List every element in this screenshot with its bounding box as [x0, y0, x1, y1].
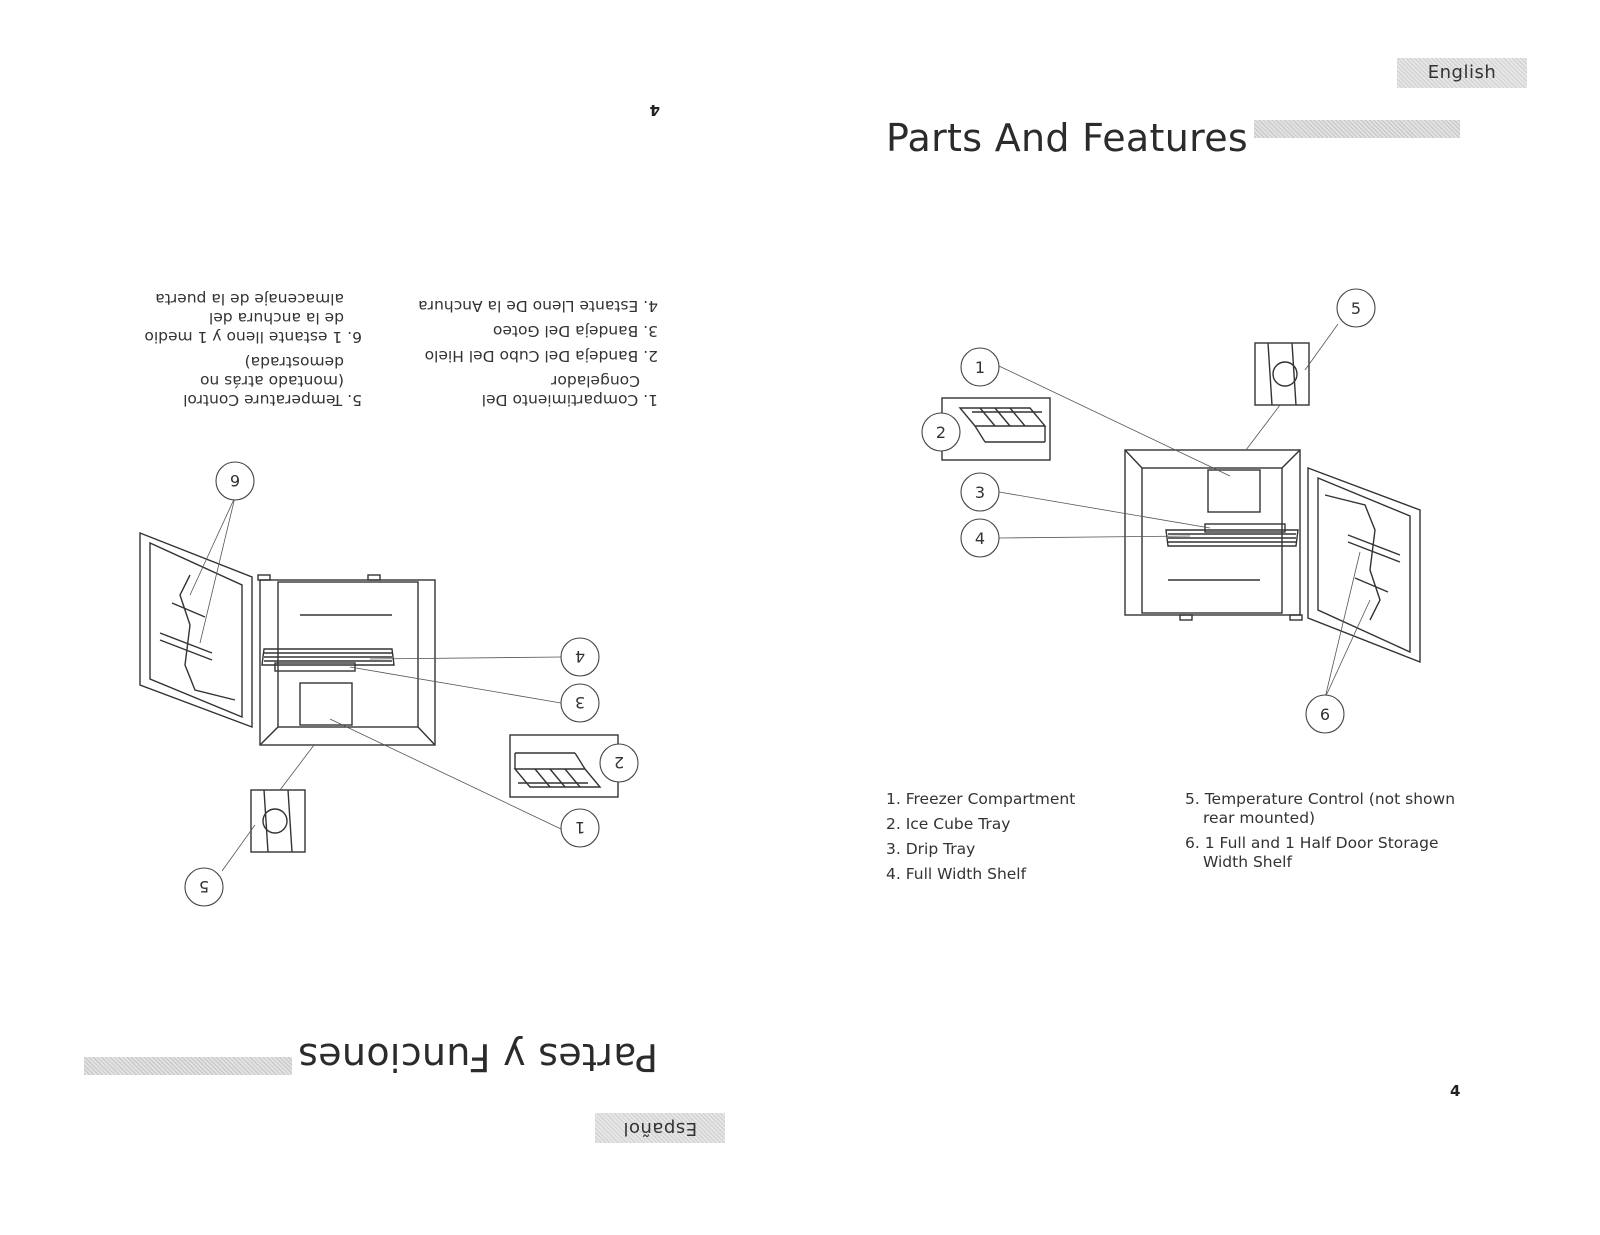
spanish-page-rotated: Español Partes y Funciones: [84, 101, 725, 1143]
temperature-control-inset: [250, 789, 306, 853]
drip-tray: [274, 662, 356, 672]
parts-list-left: 1. Freezer Compartment 2. Ice Cube Tray …: [886, 790, 1146, 890]
callout-label: 6: [230, 471, 240, 490]
temperature-control-knob: [262, 808, 288, 834]
callout-5: [184, 867, 224, 907]
callout-label: 3: [575, 693, 585, 712]
callout-label: 5: [1351, 299, 1361, 318]
full-width-shelf: [261, 648, 395, 666]
callout-label: 2: [614, 753, 624, 772]
callout-4: [560, 637, 600, 677]
callout-label: 4: [575, 647, 585, 666]
drip-tray: [1204, 523, 1286, 533]
callout-2: [599, 743, 639, 783]
parts-list-right: 5. Temperature Control (not shown rear m…: [1185, 790, 1460, 878]
callout-6: [1305, 694, 1345, 734]
temperature-control-inset: [1254, 342, 1310, 406]
callout-3: [960, 472, 1000, 512]
callout-2: [921, 412, 961, 452]
part-item: 2. Ice Cube Tray: [886, 815, 1011, 833]
part-item: 1. Freezer Compartment: [886, 790, 1076, 808]
callout-label: 1: [975, 358, 985, 377]
part-item: 6. 1 estante lleno y 1 medio de la anchu…: [144, 290, 362, 346]
door-liner: [1317, 476, 1411, 654]
callout-6: [215, 461, 255, 501]
part-item: 6. 1 Full and 1 Half Door Storage Width …: [1185, 834, 1439, 871]
callout-5: [1336, 288, 1376, 328]
freezer-compartment: [299, 682, 353, 726]
language-tab-spanish: Español: [595, 1113, 725, 1143]
part-item: 5. Temperature Control (montado atrás no…: [183, 353, 362, 409]
part-item: 5. Temperature Control (not shown rear m…: [1185, 790, 1456, 827]
spanish-page: Español Partes y Funciones: [84, 101, 725, 1143]
fridge-interior: [1141, 467, 1283, 614]
callout-label: 6: [1320, 705, 1330, 724]
part-item: 3. Bandeja Del Goteo: [492, 322, 658, 340]
full-width-shelf: [1165, 529, 1299, 547]
part-item: 3. Drip Tray: [886, 840, 976, 858]
parts-list-left: 1. Compartimiento Del Congelador 2. Band…: [388, 290, 658, 409]
fridge-parts-diagram: 1 2 3 4 5 6: [139, 461, 639, 907]
callout-1: [560, 808, 600, 848]
page-title: Partes y Funciones: [291, 1035, 658, 1079]
door-shelf-half: [1354, 577, 1389, 593]
callout-label: 1: [575, 818, 585, 837]
fridge-door: [139, 531, 253, 729]
callout-4: [960, 518, 1000, 558]
page-number: 4: [1450, 1082, 1461, 1100]
callout-label: 3: [975, 483, 985, 502]
parts-list-right: 5. Temperature Control (montado atrás no…: [122, 283, 362, 409]
english-page: English Parts And Features: [800, 0, 1600, 1235]
temperature-control-knob: [1272, 361, 1298, 387]
door-shelf-full: [1347, 534, 1401, 556]
callout-3: [560, 683, 600, 723]
fridge-cabinet: [1124, 449, 1301, 616]
language-tab-english: English: [1397, 58, 1527, 88]
page-number: 4: [649, 101, 660, 119]
part-item: 4. Estante Lleno De la Anchura: [418, 297, 658, 315]
part-item: 2. Bandeja Del Cubo Del Hielo: [424, 347, 658, 365]
part-item: 4. Full Width Shelf: [886, 865, 1027, 883]
callout-label: 2: [936, 423, 946, 442]
callout-label: 4: [975, 529, 985, 548]
callout-label: 5: [199, 877, 209, 896]
fridge-parts-diagram: 1 2 3 4 5 6: [921, 288, 1421, 734]
part-item: 1. Compartimiento Del Congelador: [481, 372, 658, 409]
callout-1: [960, 347, 1000, 387]
page-title: Parts And Features: [886, 116, 1254, 160]
freezer-compartment: [1207, 469, 1261, 513]
fridge-door: [1307, 466, 1421, 664]
